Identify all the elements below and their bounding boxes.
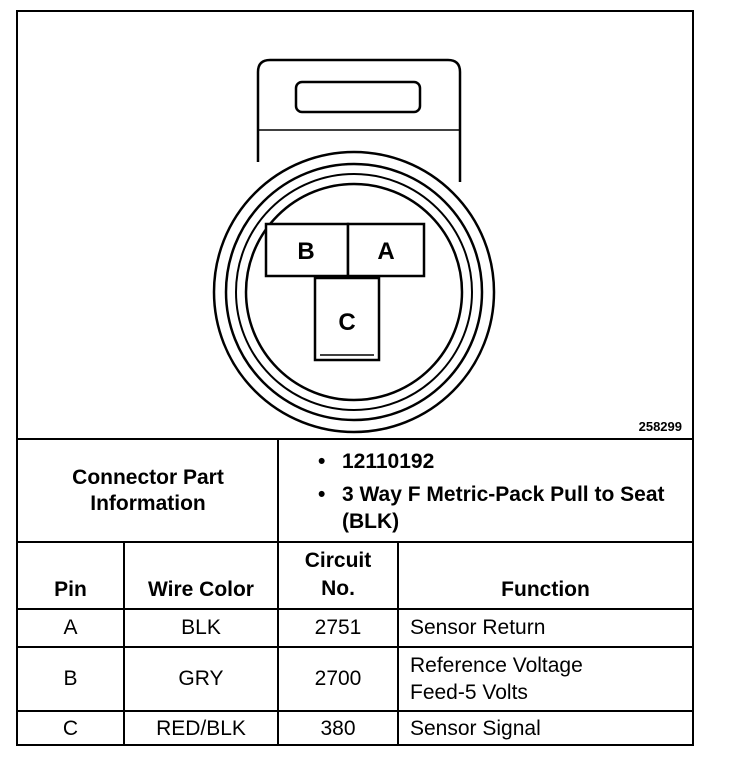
- row-c-function: Sensor Signal: [410, 717, 541, 740]
- figure-number: 258299: [638, 419, 682, 434]
- row-b-wire-color: GRY: [178, 667, 224, 690]
- part-info-label: Connector Part Information: [72, 466, 224, 515]
- pin-cavity-a: [346, 222, 426, 278]
- part-info-bullets: •12110192 •3 Way F Metric-Pack Pull to S…: [318, 448, 688, 541]
- divider: [18, 608, 692, 610]
- divider: [123, 541, 125, 746]
- row-b-circuit: 2700: [314, 667, 362, 690]
- pin-label-a: A: [377, 238, 394, 265]
- connector-description-item: •3 Way F Metric-Pack Pull to Seat (BLK): [318, 483, 665, 533]
- divider: [18, 438, 692, 440]
- row-b-pin: B: [63, 667, 78, 690]
- latch-slot: [294, 80, 422, 114]
- header-circuit-line2: No.: [321, 577, 355, 600]
- part-number-item: •12110192: [318, 450, 435, 473]
- divider: [277, 438, 279, 541]
- pin-label-c: C: [338, 309, 355, 336]
- pin-label-b: B: [297, 238, 314, 265]
- divider: [18, 710, 692, 712]
- row-c-wire-color: RED/BLK: [156, 717, 246, 740]
- row-a-pin: A: [63, 616, 78, 639]
- pin-cavity-c: [313, 276, 381, 362]
- header-pin: Pin: [54, 578, 87, 601]
- header-wire-color: Wire Color: [148, 578, 254, 601]
- row-a-function: Sensor Return: [410, 616, 546, 639]
- row-b-function-line2: Feed-5 Volts: [410, 681, 528, 704]
- divider: [18, 646, 692, 648]
- header-circuit-line1: Circuit: [304, 549, 372, 572]
- row-a-wire-color: BLK: [181, 616, 221, 639]
- row-c-circuit: 380: [320, 717, 356, 740]
- divider: [18, 541, 692, 543]
- connector-diagram-sheet: B A C 258299 Connector Part Information …: [16, 10, 694, 746]
- row-b-function-line1: Reference Voltage: [410, 654, 583, 677]
- row-a-circuit: 2751: [314, 616, 362, 639]
- divider: [397, 541, 399, 746]
- header-function: Function: [501, 578, 590, 601]
- connector-face-illustration: B A C: [212, 58, 496, 434]
- row-c-pin: C: [62, 717, 79, 740]
- divider: [277, 541, 279, 746]
